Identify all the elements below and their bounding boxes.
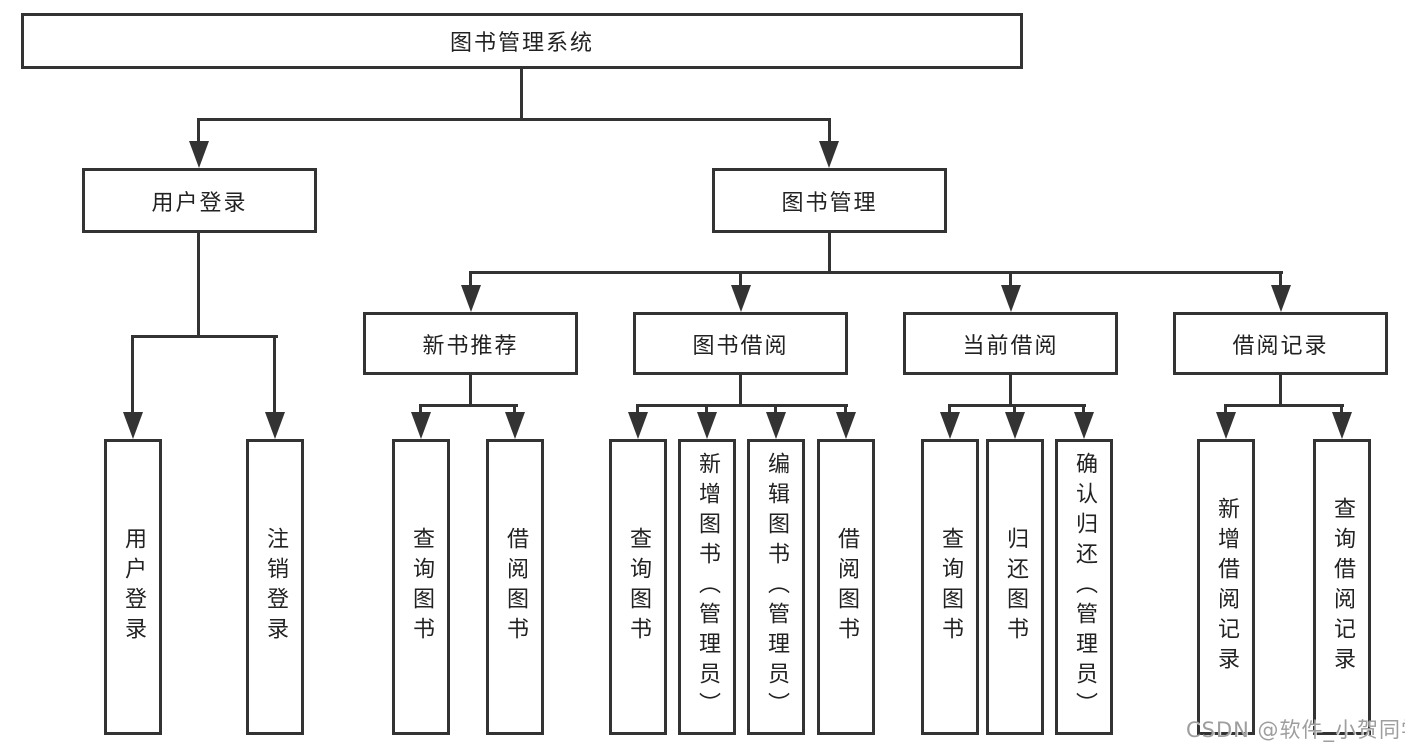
arrow-down-icon: [1001, 285, 1021, 312]
arrow-down-icon: [189, 141, 209, 168]
arrow-down-icon: [766, 412, 786, 439]
node-leaf-borrow-book: 借阅图书: [817, 439, 875, 735]
connector-line: [469, 273, 472, 289]
connector-line: [419, 404, 518, 407]
node-leaf-confirm-return: 确认归还（管理员）: [1055, 439, 1113, 735]
arrow-down-icon: [628, 412, 648, 439]
connector-line: [948, 406, 951, 416]
arrow-down-icon: [1216, 412, 1236, 439]
arrow-down-icon: [940, 412, 960, 439]
connector-line: [1224, 404, 1344, 407]
connector-line: [1279, 273, 1282, 289]
node-user-login: 用户登录: [82, 168, 317, 233]
node-root: 图书管理系统: [21, 13, 1023, 69]
connector-line: [513, 406, 516, 416]
connector-line: [1082, 406, 1085, 416]
arrow-down-icon: [836, 412, 856, 439]
connector-line: [131, 335, 278, 338]
connector-line: [197, 120, 200, 145]
arrow-down-icon: [697, 412, 717, 439]
connector-line: [1224, 406, 1227, 416]
node-leaf-query-book-rec: 查询图书: [392, 439, 450, 735]
connector-line: [520, 69, 523, 121]
connector-line: [636, 404, 848, 407]
node-book-borrow: 图书借阅: [633, 312, 848, 375]
node-leaf-return-book: 归还图书: [986, 439, 1044, 735]
arrow-down-icon: [461, 285, 481, 312]
csdn-watermark: CSDN @软件_小贺同学: [1186, 718, 1405, 742]
arrow-down-icon: [123, 412, 143, 439]
connector-line: [828, 120, 831, 145]
arrow-down-icon: [731, 285, 751, 312]
connector-line: [844, 406, 847, 416]
connector-line: [774, 406, 777, 416]
connector-line: [1009, 273, 1012, 289]
node-leaf-edit-book: 编辑图书（管理员）: [747, 439, 805, 735]
connector-line: [1009, 375, 1012, 407]
node-leaf-borrow-book-rec: 借阅图书: [486, 439, 544, 735]
arrow-down-icon: [1271, 285, 1291, 312]
connector-line: [469, 375, 472, 407]
connector-line: [197, 118, 831, 121]
arrow-down-icon: [411, 412, 431, 439]
connector-line: [1279, 375, 1282, 407]
node-leaf-add-borrow-record: 新增借阅记录: [1197, 439, 1255, 735]
connector-line: [469, 271, 1283, 274]
arrow-down-icon: [1332, 412, 1352, 439]
node-leaf-query-book-borrow: 查询图书: [609, 439, 667, 735]
node-leaf-query-borrow-record: 查询借阅记录: [1313, 439, 1371, 735]
node-leaf-user-login: 用户登录: [104, 439, 162, 735]
connector-line: [131, 337, 134, 415]
arrow-down-icon: [505, 412, 525, 439]
node-leaf-query-book-current: 查询图书: [921, 439, 979, 735]
connector-line: [197, 233, 200, 338]
arrow-down-icon: [1074, 412, 1094, 439]
connector-line: [948, 404, 1086, 407]
node-borrow-records: 借阅记录: [1173, 312, 1388, 375]
connector-line: [1013, 406, 1016, 416]
connector-line: [739, 375, 742, 407]
arrow-down-icon: [265, 412, 285, 439]
arrow-down-icon: [819, 141, 839, 168]
node-leaf-add-book: 新增图书（管理员）: [678, 439, 736, 735]
node-current-borrow: 当前借阅: [903, 312, 1118, 375]
node-new-book-rec: 新书推荐: [363, 312, 578, 375]
connector-line: [828, 233, 831, 273]
connector-line: [636, 406, 639, 416]
connector-line: [739, 273, 742, 289]
connector-line: [273, 337, 276, 415]
connector-line: [419, 406, 422, 416]
connector-line: [705, 406, 708, 416]
node-leaf-logout: 注销登录: [246, 439, 304, 735]
connector-line: [1340, 406, 1343, 416]
node-book-mgmt: 图书管理: [712, 168, 947, 233]
arrow-down-icon: [1005, 412, 1025, 439]
